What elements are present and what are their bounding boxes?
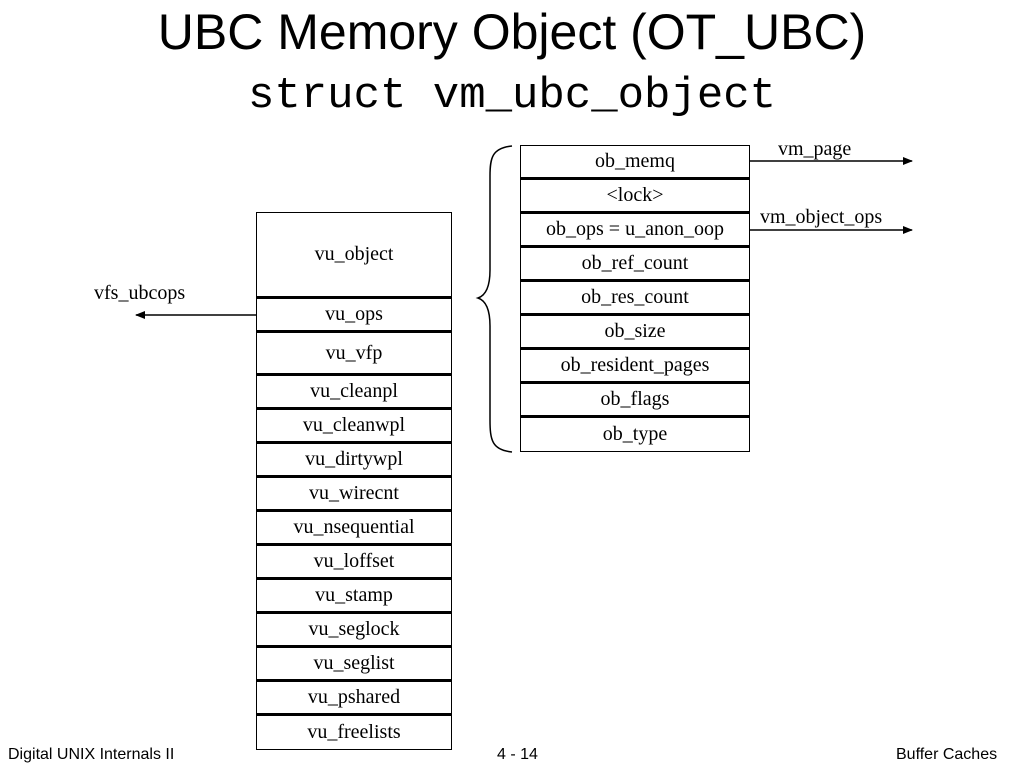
field-vu-ops: vu_ops [256, 298, 452, 333]
field-ob-type: ob_type [520, 417, 750, 452]
field-vu-dirtywpl: vu_dirtywpl [256, 443, 452, 478]
vfs-ubcops-label: vfs_ubcops [94, 282, 186, 304]
field-ob-ref-count: ob_ref_count [520, 247, 750, 282]
field-vu-cleanwpl: vu_cleanwpl [256, 409, 452, 444]
vm-page-label: vm_page [778, 138, 852, 160]
field-vu-stamp: vu_stamp [256, 579, 452, 614]
field-vu-nsequential: vu_nsequential [256, 511, 452, 546]
field-ob-flags: ob_flags [520, 383, 750, 418]
slide-subtitle: struct vm_ubc_object [247, 71, 777, 121]
vm-object-ops-label: vm_object_ops [760, 206, 883, 228]
field-ob-size: ob_size [520, 315, 750, 350]
field-vu-pshared: vu_pshared [256, 681, 452, 716]
field-vu-loffset: vu_loffset [256, 545, 452, 580]
field-vu-vfp: vu_vfp [256, 332, 452, 376]
slide-title: UBC Memory Object (OT_UBC) [157, 4, 867, 60]
field-vu-cleanpl: vu_cleanpl [256, 375, 452, 410]
curly-brace [475, 145, 513, 453]
field-vu-wirecnt: vu_wirecnt [256, 477, 452, 512]
footer-section: Buffer Caches [896, 746, 998, 763]
footer-course: Digital UNIX Internals II [8, 746, 175, 763]
field-ob-resident-pages: ob_resident_pages [520, 349, 750, 384]
field-vu-object: vu_object [256, 212, 452, 299]
field-vu-seglist: vu_seglist [256, 647, 452, 682]
field-ob-memq: ob_memq [520, 145, 750, 180]
field-ob-ops: ob_ops = u_anon_oop [520, 213, 750, 248]
field-vu-seglock: vu_seglock [256, 613, 452, 648]
footer-page-number: 4 - 14 [497, 746, 538, 763]
field-vu-freelists: vu_freelists [256, 715, 452, 750]
field-ob-res-count: ob_res_count [520, 281, 750, 316]
field-lock: <lock> [520, 179, 750, 214]
